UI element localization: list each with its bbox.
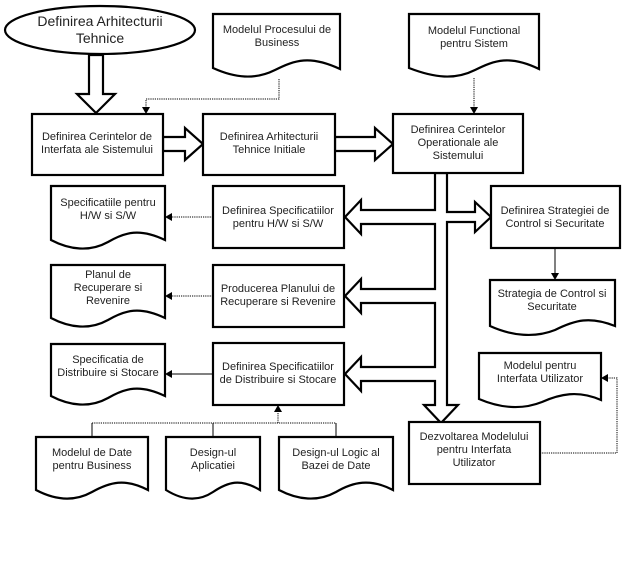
doc-functional-model: Modelul Functional pentru Sistem: [407, 12, 541, 78]
doc-functional-model-label-2: pentru Sistem: [440, 38, 508, 50]
doc-distribution-spec-label-1: Specificatia de: [72, 354, 144, 366]
process-security-strategy-label-2: Control si Securitate: [505, 218, 604, 230]
process-interface-requirements-label-1: Definirea Cerintelor de: [42, 131, 152, 143]
process-interface-requirements: Definirea Cerintelor de Interfata ale Si…: [30, 112, 165, 177]
arrowhead-ui-doc: [601, 374, 608, 382]
process-hw-sw-specs: Definirea Specificatiilor pentru H/W si …: [211, 184, 346, 250]
doc-distribution-spec-label-2: Distribuire si Stocare: [57, 367, 158, 379]
process-security-strategy-label-1: Definirea Strategiei de: [501, 205, 610, 217]
process-recovery-plan-label-1: Producerea Planului de: [221, 283, 335, 295]
fat-arrow-start-to-interface: [74, 53, 118, 115]
doc-business-data-model-label-2: pentru Business: [53, 460, 132, 472]
process-ui-model-dev-label-3: Utilizator: [453, 457, 496, 469]
process-ui-model-dev: Dezvoltarea Modelului pentru Interfata U…: [407, 420, 542, 486]
doc-logical-db-design-label-2: Bazei de Date: [301, 460, 370, 472]
arrowhead-operational: [470, 107, 478, 114]
process-security-strategy: Definirea Strategiei de Control si Secur…: [489, 184, 622, 250]
arrowhead-hw-sw-doc: [165, 213, 172, 221]
doc-hw-sw-specs: Specificatiile pentru H/W si S/W: [49, 184, 167, 250]
process-distribution-spec: Definirea Specificatiilor de Distribuire…: [211, 341, 346, 407]
doc-ui-model-label-1: Modelul pentru: [504, 360, 577, 372]
process-initial-architecture-label-1: Definirea Arhitecturii: [220, 131, 318, 143]
doc-hw-sw-specs-label-2: H/W si S/W: [80, 210, 137, 222]
process-operational-requirements-label-1: Definirea Cerintelor: [411, 124, 506, 136]
connector-process-model-to-interface: [145, 79, 280, 108]
doc-business-data-model-label-1: Modelul de Date: [52, 447, 132, 459]
start-node-label-2: Tehnice: [76, 30, 124, 46]
fat-arrow-interface-to-initial: [161, 125, 205, 163]
process-recovery-plan-label-2: Recuperare si Revenire: [220, 296, 336, 308]
doc-security-strategy-label-2: Securitate: [527, 301, 577, 313]
doc-process-model: Modelul Procesului de Business: [211, 12, 342, 78]
doc-distribution-spec: Specificatia de Distribuire si Stocare: [49, 342, 167, 406]
doc-security-strategy: Strategia de Control si Securitate: [488, 278, 617, 337]
doc-application-design: Design-ul Aplicatiei: [164, 435, 262, 500]
doc-hw-sw-specs-label-1: Specificatiile pentru: [60, 197, 155, 209]
arrowhead-recovery-doc: [165, 292, 172, 300]
doc-recovery-plan-label-2: Recuperare si: [74, 282, 142, 294]
process-recovery-plan: Producerea Planului de Recuperare si Rev…: [211, 263, 346, 329]
fat-arrow-initial-to-operational: [333, 125, 395, 163]
process-ui-model-dev-label-1: Dezvoltarea Modelului: [420, 431, 529, 443]
start-node-architecture: Definirea Arhitecturii Tehnice: [3, 4, 197, 56]
doc-application-design-label-1: Design-ul: [190, 447, 236, 459]
process-operational-requirements: Definirea Cerintelor Operationale ale Si…: [391, 112, 525, 175]
start-node-label-1: Definirea Arhitecturii: [37, 13, 162, 29]
doc-functional-model-label-1: Modelul Functional: [428, 25, 520, 37]
process-distribution-spec-label-2: de Distribuire si Stocare: [220, 374, 337, 386]
doc-logical-db-design-label-1: Design-ul Logic al: [292, 447, 379, 459]
doc-logical-db-design: Design-ul Logic al Bazei de Date: [277, 435, 395, 500]
doc-ui-model-label-2: Interfata Utilizator: [497, 373, 584, 385]
process-hw-sw-specs-label-1: Definirea Specificatiilor: [222, 205, 334, 217]
process-distribution-spec-label-1: Definirea Specificatiilor: [222, 361, 334, 373]
doc-ui-model: Modelul pentru Interfata Utilizator: [477, 351, 603, 409]
doc-recovery-plan-label-1: Planul de: [85, 269, 131, 281]
doc-recovery-plan: Planul de Recuperare si Revenire: [49, 263, 167, 328]
doc-application-design-label-2: Aplicatiei: [191, 460, 235, 472]
process-interface-requirements-label-2: Interfata ale Sistemului: [41, 144, 153, 156]
arrowhead-security-doc: [551, 273, 559, 280]
connector-ui-dev-to-doc: [540, 377, 618, 454]
doc-process-model-label-2: Business: [255, 37, 300, 49]
doc-business-data-model: Modelul de Date pentru Business: [34, 435, 150, 500]
fat-arrow-operational-trunk: [343, 171, 493, 425]
process-initial-architecture: Definirea Arhitecturii Tehnice Initiale: [201, 112, 337, 177]
process-hw-sw-specs-label-2: pentru H/W si S/W: [233, 218, 324, 230]
doc-process-model-label-1: Modelul Procesului de: [223, 24, 331, 36]
process-ui-model-dev-label-2: pentru Interfata: [437, 444, 512, 456]
arrowhead-interface: [142, 107, 150, 114]
doc-recovery-plan-label-3: Revenire: [86, 295, 130, 307]
process-initial-architecture-label-2: Tehnice Initiale: [233, 144, 306, 156]
process-operational-requirements-label-3: Sistemului: [433, 150, 484, 162]
arrowhead-distribution-doc: [165, 370, 172, 378]
doc-security-strategy-label-1: Strategia de Control si: [498, 288, 607, 300]
arrowhead-distribution-up: [274, 405, 282, 412]
process-operational-requirements-label-2: Operationale ale: [418, 137, 499, 149]
